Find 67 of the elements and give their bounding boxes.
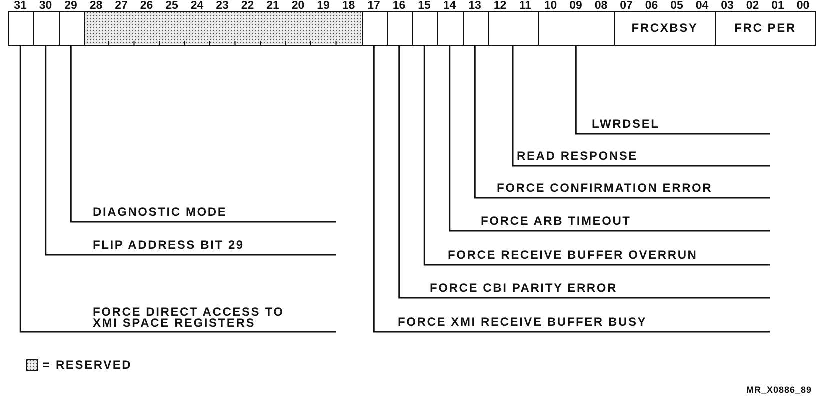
- bit-number: 23: [215, 0, 230, 12]
- bit-field: [58, 11, 84, 46]
- leader-line: [70, 45, 337, 223]
- bit-number: 18: [341, 0, 356, 12]
- field-name: FORCE RECEIVE BUFFER OVERRUN: [448, 249, 698, 262]
- bit-number: 17: [366, 0, 382, 12]
- bit-field: [437, 11, 462, 46]
- leader-line: [474, 45, 771, 199]
- bit-number: 06: [644, 0, 660, 12]
- leader-line: [373, 45, 771, 333]
- field-name: LWRDSEL: [592, 118, 660, 131]
- bit-field: [412, 11, 438, 46]
- leader-line: [398, 45, 771, 299]
- bit-number: 19: [316, 0, 331, 12]
- bit-number: 29: [64, 0, 78, 12]
- bit-field: [386, 11, 412, 46]
- bit-number: 01: [770, 0, 786, 12]
- bit-number: 25: [164, 0, 180, 12]
- bit-number: 22: [240, 0, 256, 12]
- field-name: READ RESPONSE: [517, 150, 638, 163]
- bit-number: 26: [139, 0, 154, 12]
- bit-field: FRC PER: [715, 11, 816, 46]
- field-name: FLIP ADDRESS BIT 29: [93, 239, 244, 252]
- bit-number: 13: [468, 0, 482, 12]
- bit-number: 16: [392, 0, 407, 12]
- bit-field: [8, 11, 34, 46]
- bit-field: [33, 11, 58, 46]
- leader-line: [45, 45, 337, 256]
- legend-label: = RESERVED: [43, 359, 132, 372]
- bit-number: 28: [88, 0, 104, 12]
- leader-line: [575, 45, 771, 135]
- field-name: DIAGNOSTIC MODE: [93, 206, 228, 219]
- bit-number: 03: [720, 0, 735, 12]
- bit-number: 00: [796, 0, 811, 12]
- leader-line: [424, 45, 771, 266]
- leader-line: [512, 45, 771, 167]
- field-name: FORCE CBI PARITY ERROR: [430, 282, 618, 295]
- bit-number: 12: [492, 0, 508, 12]
- bit-number: 24: [190, 0, 205, 12]
- bit-number: 09: [568, 0, 584, 12]
- bit-number: 04: [694, 0, 710, 12]
- bit-field: FRCXBSY: [614, 11, 715, 46]
- field-name: FORCE DIRECT ACCESS TO XMI SPACE REGISTERS: [93, 307, 308, 329]
- bit-number: 10: [543, 0, 558, 12]
- bit-number: 21: [266, 0, 280, 12]
- bit-number: 11: [518, 0, 533, 12]
- bit-number: 15: [417, 0, 432, 12]
- bit-number: 27: [114, 0, 129, 12]
- leader-line: [20, 45, 337, 333]
- bit-field: [462, 11, 488, 46]
- bit-number: 31: [13, 0, 28, 12]
- bit-number: 05: [670, 0, 684, 12]
- bit-number: 02: [745, 0, 760, 12]
- bit-field: [488, 11, 538, 46]
- leader-line: [449, 45, 771, 232]
- field-name: FORCE ARB TIMEOUT: [481, 215, 632, 228]
- bit-number: 07: [619, 0, 634, 12]
- bit-field: [538, 11, 614, 46]
- bit-field: [362, 11, 387, 46]
- field-name: FORCE XMI RECEIVE BUFFER BUSY: [398, 316, 648, 329]
- reserved-field: [84, 11, 362, 46]
- bit-number: 08: [594, 0, 609, 12]
- bit-number: 20: [290, 0, 306, 12]
- field-name: FORCE CONFIRMATION ERROR: [497, 182, 713, 195]
- bit-number: 14: [442, 0, 458, 12]
- bit-number: 30: [38, 0, 54, 12]
- figure-id: MR_X0886_89: [746, 384, 812, 397]
